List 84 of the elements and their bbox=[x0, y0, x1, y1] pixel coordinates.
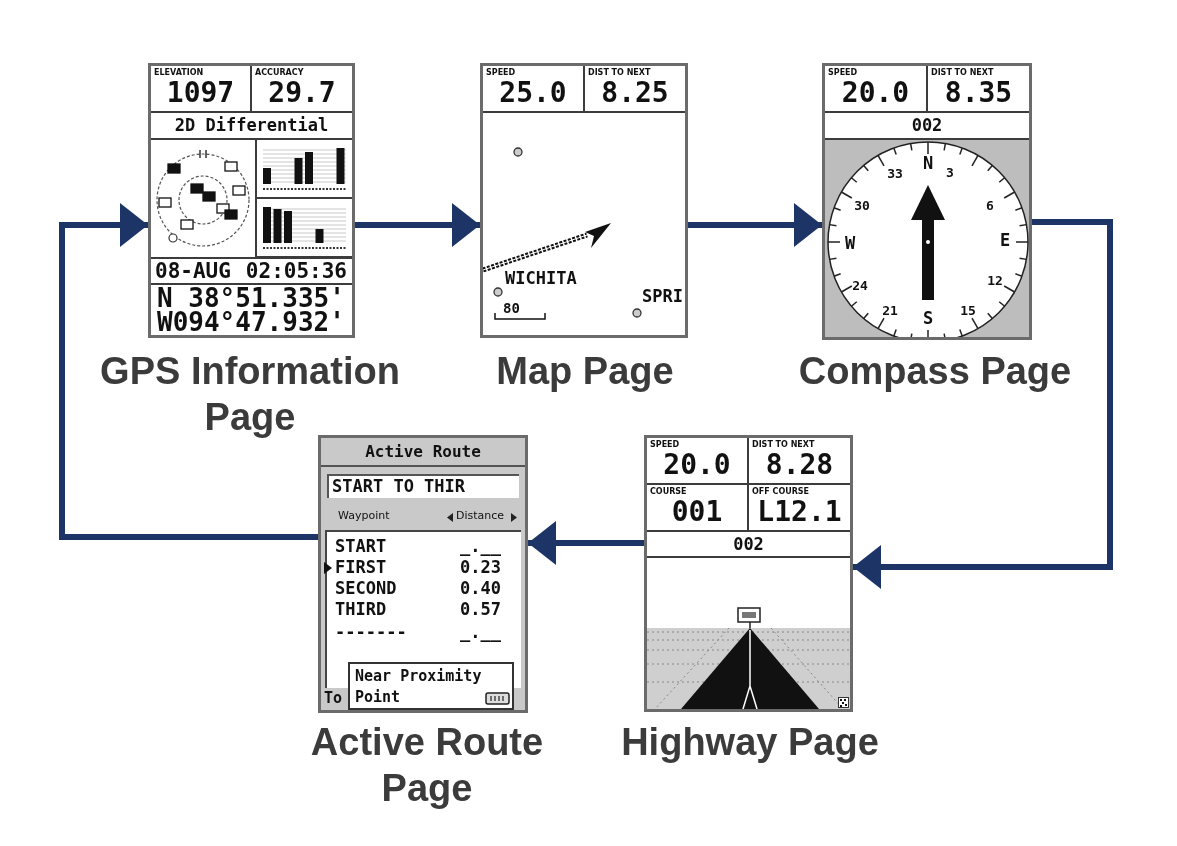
device-screen bbox=[318, 435, 528, 713]
page-caption: Highway Page bbox=[620, 720, 880, 765]
popup-text: Near Proximity Point bbox=[355, 666, 483, 708]
waypoint-name: SECOND bbox=[335, 580, 397, 597]
field-label: DIST TO NEXT bbox=[931, 68, 994, 77]
data-field bbox=[585, 66, 685, 111]
field-value: L12.1 bbox=[757, 497, 842, 527]
page-caption: Compass Page bbox=[797, 349, 1073, 394]
compass-heading: 30 bbox=[854, 198, 870, 212]
distance-value: 0.57 bbox=[460, 601, 501, 618]
route-field-text: To bbox=[324, 691, 343, 706]
data-field bbox=[928, 66, 1029, 111]
device-screen bbox=[644, 435, 853, 712]
date-time-field bbox=[151, 259, 352, 283]
compass-heading: 24 bbox=[852, 278, 868, 292]
data-field bbox=[483, 66, 583, 111]
field-label: SPEED bbox=[828, 68, 858, 77]
arrow bbox=[528, 521, 644, 565]
page-caption: GPS Information Page bbox=[99, 349, 401, 440]
data-field bbox=[151, 66, 250, 111]
column-header: Waypoint bbox=[338, 510, 390, 521]
arrow bbox=[59, 203, 318, 540]
field-label: ACCURACY bbox=[255, 68, 304, 77]
field-label: SPEED bbox=[650, 440, 680, 449]
longitude-text: W094°47.932' bbox=[157, 310, 345, 334]
compass-heading: 12 bbox=[987, 273, 1003, 287]
data-field bbox=[749, 438, 850, 483]
arrow bbox=[853, 219, 1113, 589]
field-value: 8.28 bbox=[765, 450, 834, 480]
time-text: 02:05:36 bbox=[245, 260, 347, 282]
compass-heading: W bbox=[844, 234, 856, 252]
column-header: Distance bbox=[456, 510, 505, 521]
waypoint-name: THIRD bbox=[335, 601, 387, 618]
compass-heading: 33 bbox=[887, 166, 903, 180]
compass-heading: 3 bbox=[946, 165, 954, 179]
arrow bbox=[355, 203, 480, 247]
route-name-field: START TO THIR bbox=[327, 474, 519, 498]
field-value: 20.0 bbox=[841, 78, 910, 108]
field-label: OFF COURSE bbox=[752, 487, 810, 496]
field-label: COURSE bbox=[650, 487, 687, 496]
field-label: SPEED bbox=[486, 68, 516, 77]
compass-heading: 21 bbox=[882, 303, 898, 317]
compass-heading: N bbox=[922, 154, 934, 172]
distance-value: _.__ bbox=[460, 538, 501, 555]
waypoint-name: ------- bbox=[335, 624, 407, 641]
compass-heading: 6 bbox=[986, 198, 994, 212]
field-value: 001 bbox=[671, 497, 723, 527]
distance-value: _.__ bbox=[460, 624, 501, 641]
field-value: 29.7 bbox=[268, 78, 336, 108]
page-caption: Map Page bbox=[495, 349, 675, 394]
data-field bbox=[252, 66, 352, 111]
position-field bbox=[151, 285, 352, 335]
field-label: DIST TO NEXT bbox=[752, 440, 815, 449]
field-label: DIST TO NEXT bbox=[588, 68, 651, 77]
status-bar: 2D Differential bbox=[151, 113, 352, 138]
field-label: ELEVATION bbox=[154, 68, 204, 77]
data-field bbox=[647, 485, 747, 530]
data-field bbox=[825, 66, 926, 111]
page-caption: Active Route Page bbox=[309, 720, 545, 811]
data-field bbox=[749, 485, 850, 530]
compass-heading: E bbox=[999, 231, 1011, 249]
field-value: 8.35 bbox=[944, 78, 1013, 108]
compass-heading: 15 bbox=[960, 303, 976, 317]
distance-value: 0.40 bbox=[460, 580, 501, 597]
field-value: 20.0 bbox=[663, 450, 731, 480]
waypoint-name: START bbox=[335, 538, 387, 555]
arrow bbox=[688, 203, 822, 247]
data-field bbox=[647, 438, 747, 483]
map-label: SPRI bbox=[642, 288, 683, 305]
latitude-text: N 38°51.335' bbox=[157, 286, 345, 310]
scale-label: 80 bbox=[503, 301, 520, 315]
field-value: 1097 bbox=[166, 78, 235, 108]
date-text: 08-AUG bbox=[155, 260, 231, 282]
field-value: 8.25 bbox=[601, 78, 669, 108]
compass-heading: S bbox=[922, 309, 934, 327]
waypoint-bar: 002 bbox=[825, 113, 1029, 138]
popup-message bbox=[348, 662, 514, 710]
device-screen bbox=[480, 63, 688, 338]
waypoint-name: FIRST bbox=[335, 559, 387, 576]
map-label: WICHITA bbox=[505, 270, 577, 287]
field-value: 25.0 bbox=[499, 78, 567, 108]
waypoint-bar: 002 bbox=[647, 532, 850, 556]
distance-value: 0.23 bbox=[460, 559, 501, 576]
device-screen bbox=[822, 63, 1032, 340]
